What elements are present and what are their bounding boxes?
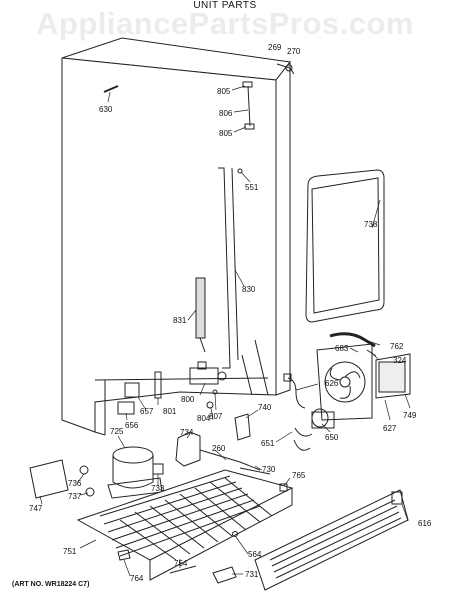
- label-800: 800: [181, 395, 195, 404]
- label-738: 738: [364, 220, 378, 229]
- label-269: 269: [268, 43, 282, 52]
- label-830: 830: [242, 285, 256, 294]
- base-pan-condenser: [76, 469, 294, 581]
- watermark: AppliancePartsPros.com: [0, 0, 450, 46]
- label-805-top: 805: [217, 87, 231, 96]
- watermark-text: AppliancePartsPros.com: [36, 6, 414, 41]
- label-806: 806: [219, 109, 233, 118]
- label-765: 765: [292, 471, 306, 480]
- label-324: 324: [393, 356, 407, 365]
- gasket-738: [305, 169, 385, 323]
- label-737: 737: [68, 492, 82, 501]
- label-551: 551: [245, 183, 259, 192]
- fan-assembly: [293, 343, 411, 451]
- label-260: 260: [212, 444, 226, 453]
- label-731: 731: [245, 570, 259, 579]
- label-650: 650: [325, 433, 339, 442]
- drain-tube: [247, 85, 251, 127]
- label-801: 801: [163, 407, 177, 416]
- label-627: 627: [383, 424, 397, 433]
- label-762: 762: [390, 342, 404, 351]
- label-564: 564: [248, 550, 262, 559]
- valve-800: [189, 361, 227, 385]
- label-651: 651: [261, 439, 275, 448]
- label-740: 740: [258, 403, 272, 412]
- label-764: 764: [130, 574, 144, 583]
- label-270: 270: [287, 47, 301, 56]
- leader-lines: [39, 85, 411, 577]
- part-labels: 269 270 630 805 806 805 551 738 830 831 …: [29, 43, 432, 583]
- heater-strip-831: [195, 277, 206, 339]
- label-725: 725: [110, 427, 124, 436]
- label-749: 749: [403, 411, 417, 420]
- label-733: 733: [151, 484, 165, 493]
- label-736: 736: [68, 479, 82, 488]
- label-754: 754: [174, 559, 188, 568]
- cabinet: [61, 37, 291, 436]
- label-831: 831: [173, 316, 187, 325]
- label-656: 656: [125, 421, 139, 430]
- label-805-bottom: 805: [219, 129, 233, 138]
- label-616: 616: [418, 519, 432, 528]
- label-804: 804: [197, 414, 211, 423]
- label-730: 730: [262, 465, 276, 474]
- label-807: 807: [209, 412, 223, 421]
- label-683: 683: [335, 344, 349, 353]
- label-630: 630: [99, 105, 113, 114]
- label-751: 751: [63, 547, 77, 556]
- art-number: (ART NO. WR18224 C7): [12, 581, 90, 588]
- diagram-title: UNIT PARTS: [193, 0, 257, 11]
- label-626: 626: [325, 379, 339, 388]
- grille-616: [254, 489, 409, 591]
- label-734: 734: [180, 428, 194, 437]
- label-657: 657: [140, 407, 154, 416]
- label-747: 747: [29, 504, 43, 513]
